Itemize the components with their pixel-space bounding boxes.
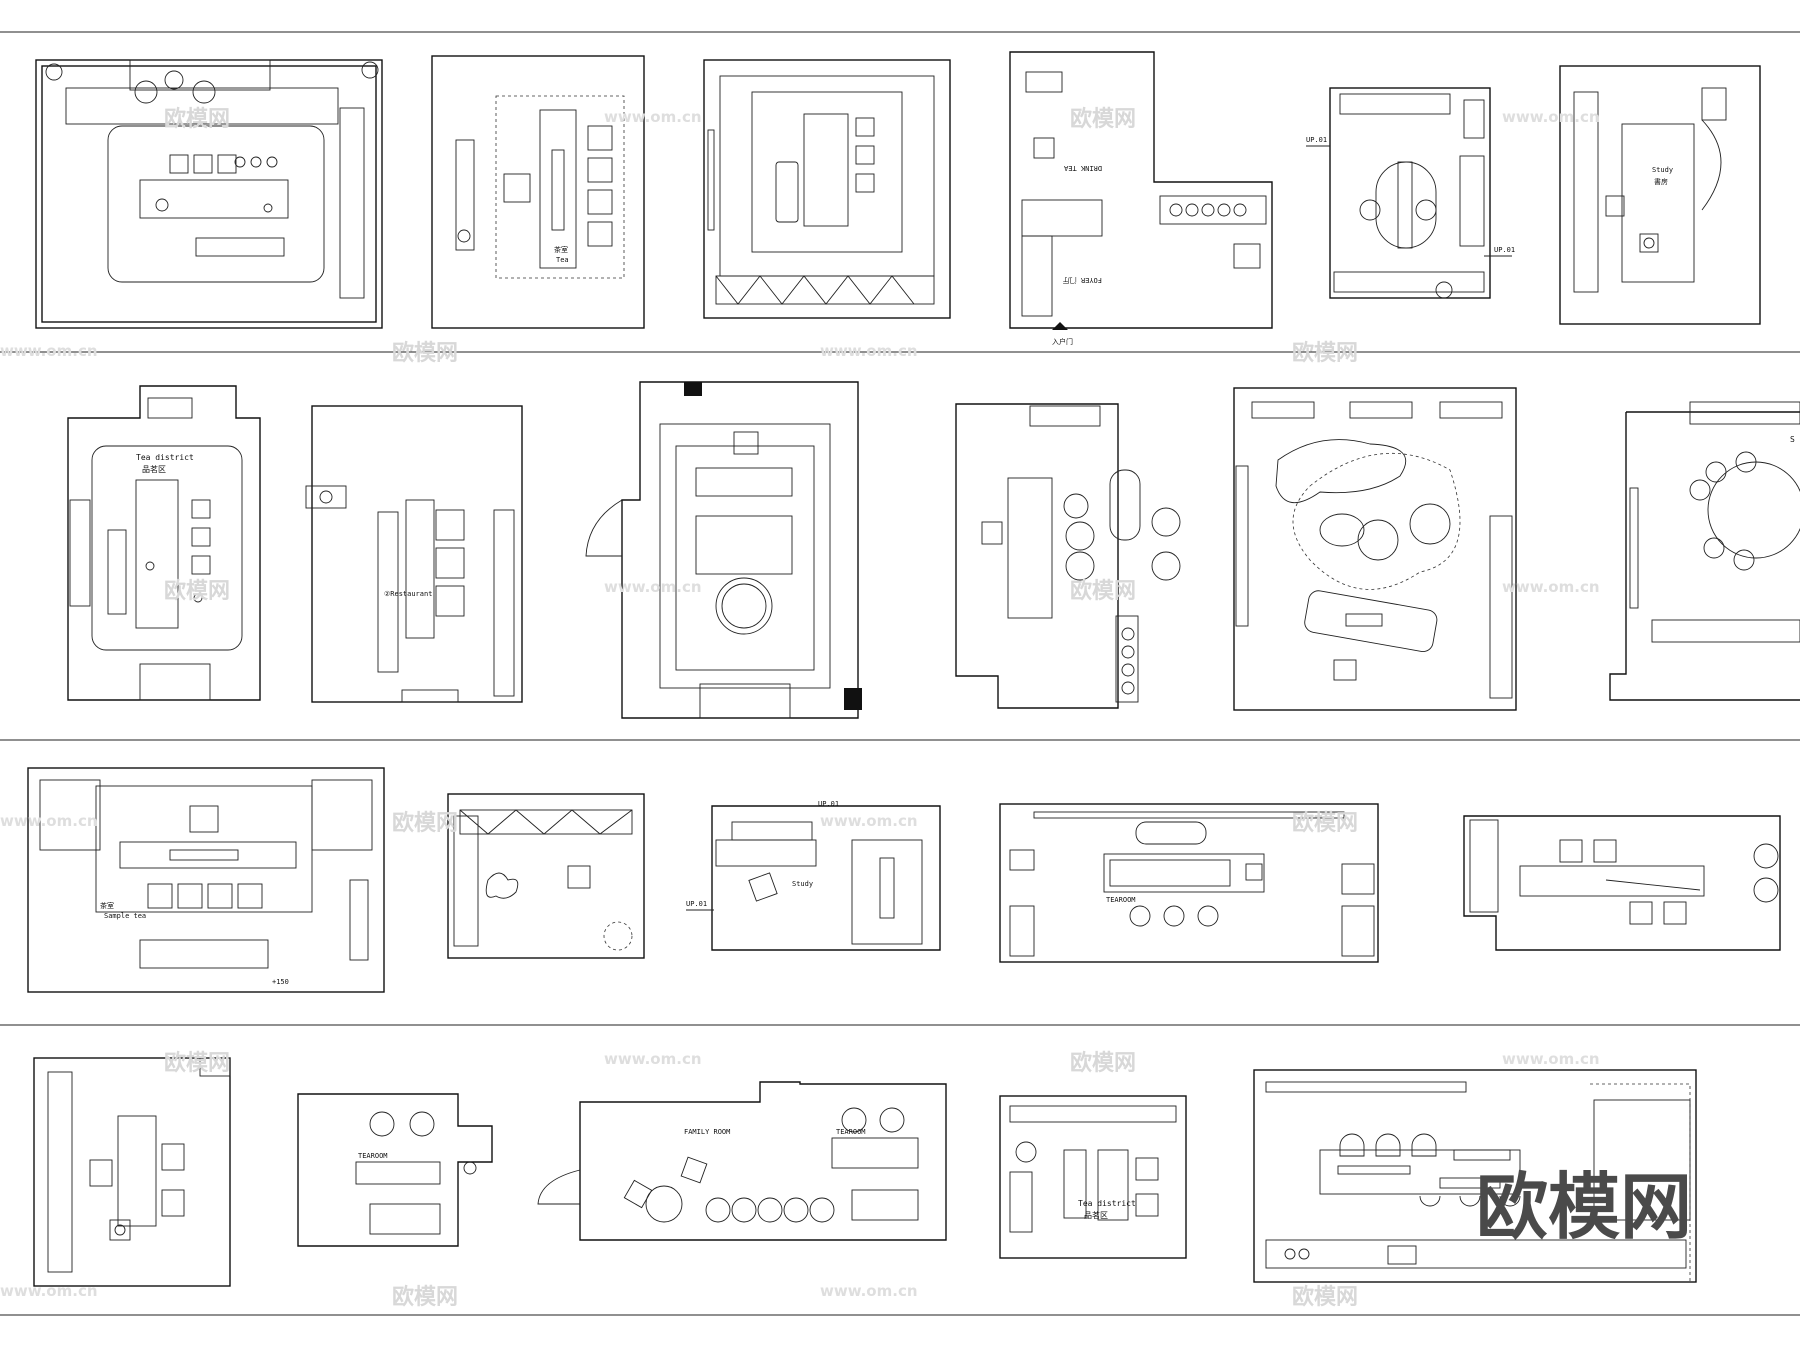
up-marker-label: UP.01 [1494,246,1515,254]
level-mark-label: +150 [272,978,289,986]
plan-tea-district-b: Tea district 品茗区 [999,1095,1187,1259]
plan-tea-room-a: 茶室 Tea [431,55,645,329]
tearoom-label: TEAROOM [358,1152,388,1160]
watermark-text: 欧模网 [1292,1284,1358,1310]
watermark-text: 欧模网 [164,578,230,604]
row-dividers [0,31,1800,1316]
sample-tea-en-label: Sample tea [104,912,146,920]
entrance-label: 入户门 [1052,337,1073,346]
plan-tearoom-c: TEAROOM [297,1093,493,1247]
plan-tearoom-a: TEAROOM [999,803,1379,963]
plan-lounge [1233,387,1517,711]
brand-watermark-large: 欧模网 [1476,1165,1692,1249]
watermark-text: 欧模网 [392,810,458,836]
plan-round-dining-partial: S [1609,401,1800,701]
study-label-en: Study [1652,166,1673,174]
plan-study-d: UP.01 UP.01 Study [686,800,941,951]
plan-kitchen-dining [1253,1069,1697,1283]
plan-restaurant: ②Restaurant [305,405,523,703]
watermark-url: www.om.cn [0,1282,98,1300]
plan-sample-tea: 茶室 Sample tea +150 [27,767,385,993]
watermark-text: 欧模网 [1070,578,1136,604]
plan-study-e [33,1057,231,1287]
restaurant-label: ②Restaurant [384,590,432,598]
watermark-url: www.om.cn [604,108,702,126]
tea-district-label: Tea district [136,453,194,462]
up-marker-label: UP.01 [1306,136,1327,144]
watermark-url: www.om.cn [1502,1050,1600,1068]
watermark-url: www.om.cn [1502,108,1600,126]
study-label-zh: 書房 [1654,177,1668,186]
watermark-text: 欧模网 [164,106,230,132]
watermark-url: www.om.cn [820,342,918,360]
watermark-text: 欧模网 [1070,1050,1136,1076]
tea-district-label: Tea district [1078,1199,1136,1208]
watermark-url: www.om.cn [820,812,918,830]
watermark-text: 欧模网 [1070,106,1136,132]
watermark-url: www.om.cn [604,578,702,596]
family-room-label: FAMILY ROOM [684,1128,730,1136]
tearoom-label: TEAROOM [836,1128,866,1136]
up-marker-label: UP.01 [686,900,707,908]
watermark-text: 欧模网 [392,340,458,366]
watermark-url: www.om.cn [604,1050,702,1068]
plan-tea-district-a: Tea district 品茗区 [67,385,261,701]
plan-study-c [447,793,645,959]
tea-label: Tea [556,256,569,264]
foyer-label: FOYER 门厅 [1063,276,1102,285]
watermark-text: 欧模网 [392,1284,458,1310]
watermark-text: 欧模网 [1292,340,1358,366]
watermark-text: 欧模网 [164,1050,230,1076]
plan-study-b: Study 書房 [1559,65,1761,325]
tearoom-label: TEAROOM [1106,896,1136,904]
sample-tea-zh-label: 茶室 [100,901,114,910]
plan-tea-corner [955,403,1181,709]
plan-kitchen-island [35,59,383,329]
watermark-layer: 欧模网 www.om.cn 欧模网 www.om.cn www.om.cn 欧模… [0,106,1692,1310]
watermark-url: www.om.cn [0,342,98,360]
tea-district-zh-label: 品茗区 [1084,1210,1108,1220]
drink-tea-label: DRINK TEA [1063,164,1102,172]
plan-tearoom-b [1463,815,1781,951]
watermark-text: 欧模网 [1292,810,1358,836]
plan-foyer: DRINK TEA FOYER 门厅 入户门 [1009,51,1273,346]
study-label: Study [792,880,813,888]
plan-study-a: UP.01 UP.01 [1306,87,1515,299]
watermark-url: www.om.cn [0,812,98,830]
plan-family-room: FAMILY ROOM TEAROOM [537,1081,947,1241]
watermark-url: www.om.cn [820,1282,918,1300]
plan-living-room-a [703,59,951,319]
watermark-url: www.om.cn [1502,578,1600,596]
up-marker-label: UP.01 [818,800,839,808]
partial-label: S [1790,435,1795,444]
tea-district-zh-label: 品茗区 [142,464,166,474]
plan-bedroom [585,381,862,719]
tea-room-label: 茶室 [554,245,568,254]
